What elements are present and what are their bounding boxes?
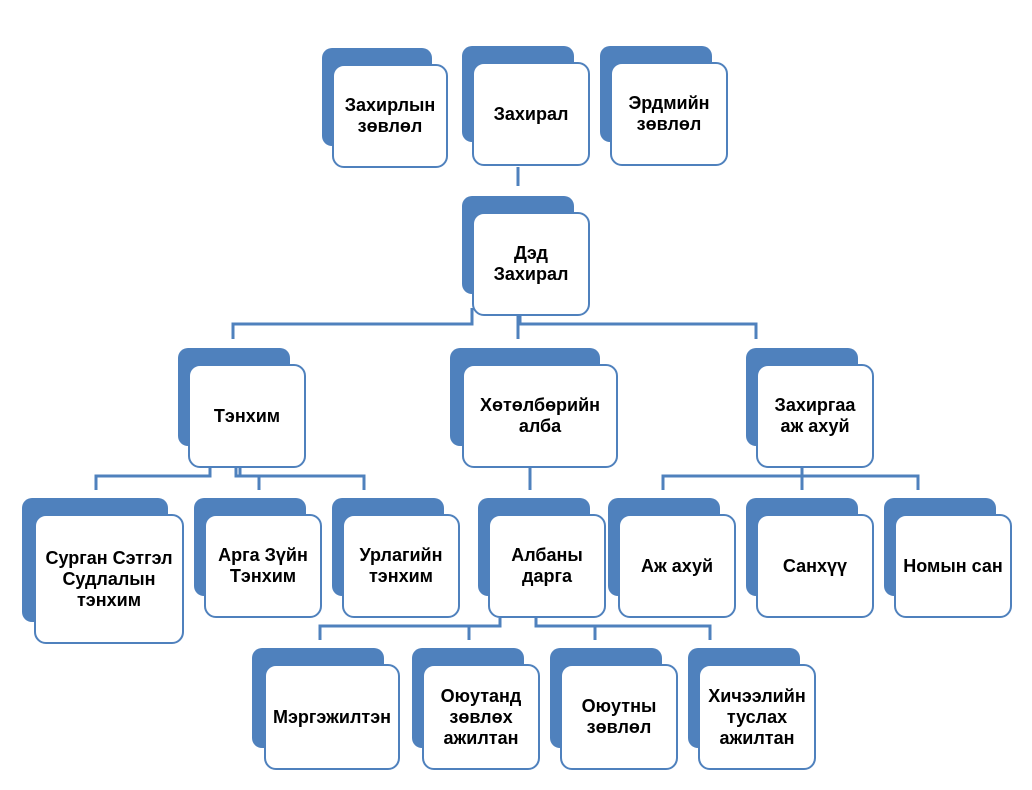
node-teaching-assistant-label: Хичээлийн туслах ажилтан [708, 685, 806, 748]
node-facilities: Аж ахуй [608, 498, 736, 620]
node-facilities-label: Аж ахуй [640, 555, 714, 576]
node-vice-director: Дэд Захирал [462, 196, 590, 318]
node-specialist-label: Мэргэжилтэн [272, 706, 392, 727]
connector-office-advisor [467, 624, 500, 640]
node-student-council-label: Оюутны зөвлөл [581, 696, 657, 737]
node-methods-dept: Арга Зүйн Тэнхим [194, 498, 322, 620]
node-office-head: Албаны дарга [478, 498, 606, 620]
node-specialist: Мэргэжилтэн [252, 648, 400, 772]
node-student-advisor-label: Оюутанд зөвлөх ажилтан [440, 685, 522, 748]
connector-office-specialist [318, 618, 502, 640]
node-director-label: Захирал [493, 103, 569, 124]
node-academic-council-label: Эрдмийн зөвлөл [628, 93, 710, 134]
connector-administration-facilities [661, 468, 804, 490]
connector-department-arts [234, 468, 366, 490]
node-library: Номын сан [884, 498, 1012, 620]
connector-department-psychology [94, 468, 212, 490]
node-board-label: Захирлын зөвлөл [344, 95, 436, 136]
node-arts-dept: Урлагийн тэнхим [332, 498, 460, 620]
connector-office-council [534, 618, 597, 640]
node-arts-dept-label: Урлагийн тэнхим [359, 545, 443, 586]
node-department-label: Тэнхим [213, 405, 281, 426]
node-student-advisor: Оюутанд зөвлөх ажилтан [412, 648, 540, 772]
node-library-label: Номын сан [903, 555, 1003, 576]
node-office-head-label: Албаны дарга [511, 545, 583, 586]
node-administration: Захиргаа аж ахуй [746, 348, 874, 470]
node-finance: Санхүү [746, 498, 874, 620]
node-psychology-dept-label: Сурган Сэтгэл Судлалын тэнхим [45, 547, 173, 610]
node-teaching-assistant: Хичээлийн туслах ажилтан [688, 648, 816, 772]
connector-vice-administration [518, 316, 758, 339]
connector-office-assistant [536, 624, 712, 640]
node-program-office-label: Хөтөлбөрийн алба [479, 395, 601, 436]
node-administration-label: Захиргаа аж ахуй [774, 395, 856, 436]
node-student-council: Оюутны зөвлөл [550, 648, 678, 772]
node-methods-dept-label: Арга Зүйн Тэнхим [218, 545, 308, 586]
connector-department-methods [238, 468, 261, 490]
node-finance-label: Санхүү [782, 555, 848, 576]
connector-administration-library [802, 474, 920, 490]
node-vice-director-label: Дэд Захирал [493, 243, 569, 284]
node-academic-council: Эрдмийн зөвлөл [600, 46, 728, 168]
node-department: Тэнхим [178, 348, 306, 470]
node-psychology-dept: Сурган Сэтгэл Судлалын тэнхим [22, 498, 184, 646]
node-board: Захирлын зөвлөл [322, 48, 448, 170]
node-program-office: Хөтөлбөрийн алба [450, 348, 618, 470]
node-director: Захирал [462, 46, 590, 168]
connector-vice-department [231, 308, 474, 339]
